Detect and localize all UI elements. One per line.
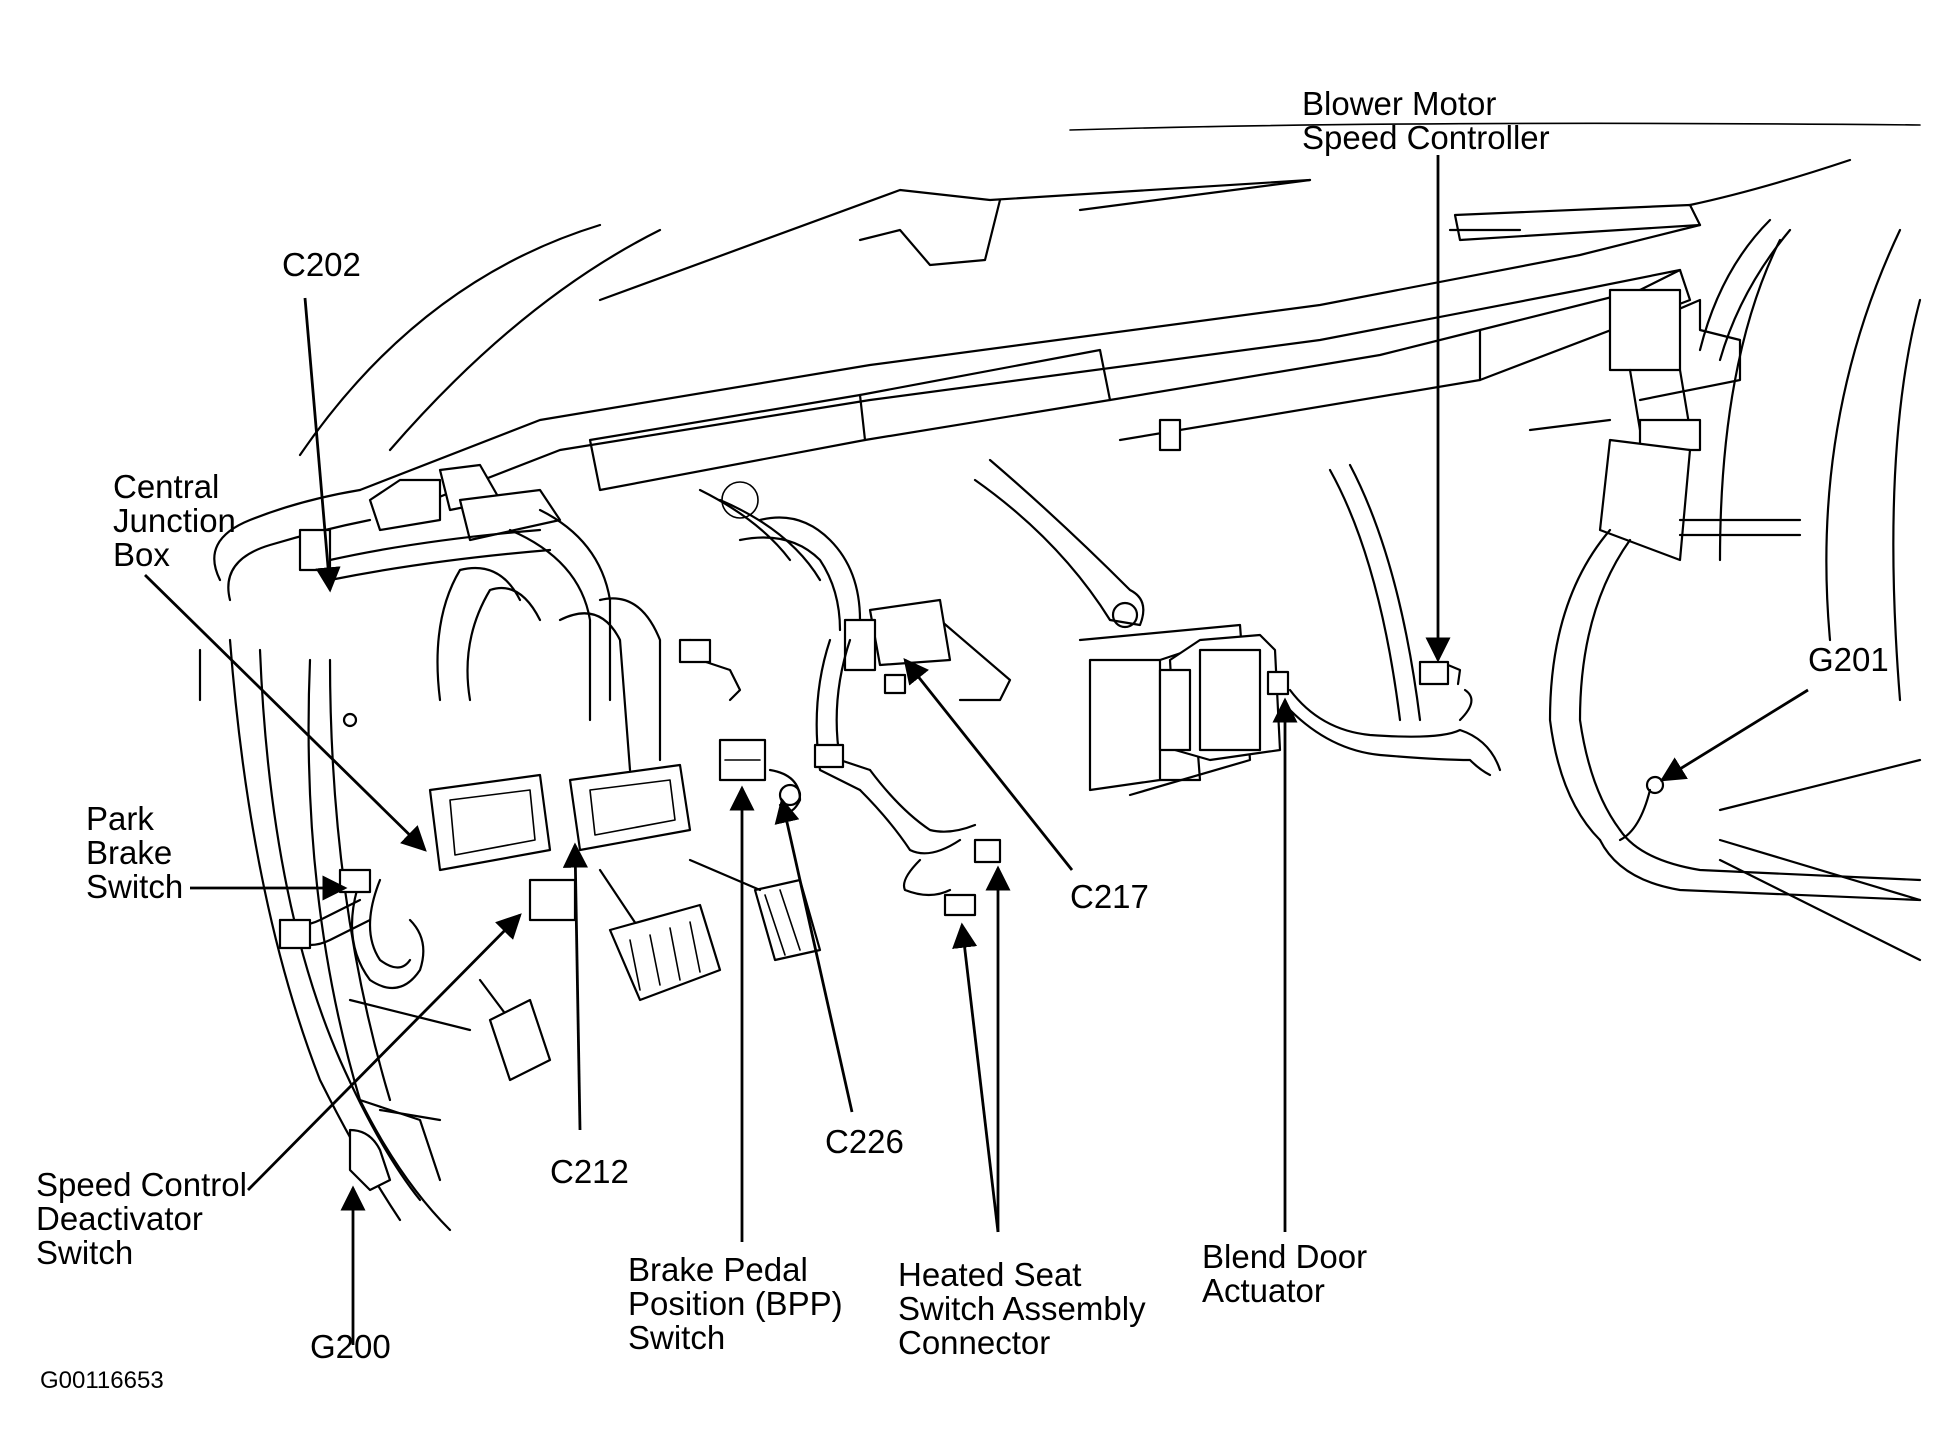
leader-central-junction-box xyxy=(144,574,427,852)
bpp-switch-body xyxy=(678,638,802,813)
park-brake-assembly xyxy=(278,868,442,1192)
leader-heated-seat-a xyxy=(952,922,1000,1233)
leader-lines xyxy=(144,155,1809,1345)
leader-c212 xyxy=(562,842,588,1131)
label-speed-control-deactivator-switch: Speed Control Deactivator Switch xyxy=(36,1166,247,1271)
dashboard-frame xyxy=(358,158,1852,522)
c217-harness xyxy=(698,481,1002,917)
blower-harness xyxy=(1288,660,1502,777)
blend-door-actuator-body xyxy=(1158,633,1290,762)
label-park-brake-switch: Park Brake Switch xyxy=(86,800,184,905)
leader-g201 xyxy=(1659,688,1809,782)
label-g200: G200 xyxy=(310,1328,391,1365)
leader-c217 xyxy=(903,658,1074,871)
c212-connector-group xyxy=(428,566,692,922)
leader-speed-control xyxy=(247,913,522,1191)
label-c217: C217 xyxy=(1070,878,1149,915)
label-central-junction-box: Central Junction Box xyxy=(113,468,236,573)
leader-c202 xyxy=(303,297,341,593)
label-blend-door-actuator: Blend Door Actuator xyxy=(1202,1238,1368,1309)
label-c202: C202 xyxy=(282,246,361,283)
label-blower-motor-speed-controller: Blower Motor Speed Controller xyxy=(1302,85,1550,156)
leader-c226 xyxy=(774,797,854,1113)
label-c226: C226 xyxy=(825,1123,904,1160)
label-c212: C212 xyxy=(550,1153,629,1190)
label-heated-seat-switch-assembly-connector: Heated Seat Switch Assembly Connector xyxy=(898,1256,1146,1361)
label-brake-pedal-position-switch: Brake Pedal Position (BPP) Switch xyxy=(628,1251,843,1356)
label-g201: G201 xyxy=(1808,641,1889,678)
center-bracket xyxy=(938,418,1422,797)
right-harness xyxy=(1528,218,1922,962)
figure-code: G00116653 xyxy=(40,1367,164,1394)
